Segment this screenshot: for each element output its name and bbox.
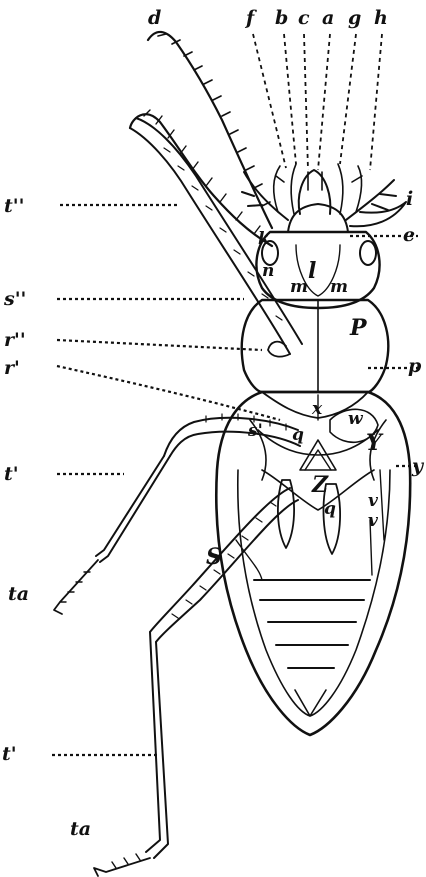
label-ta-upper: ta — [8, 583, 29, 605]
label-d: d — [148, 7, 161, 29]
label-s-prime: s' — [247, 421, 263, 441]
antenna-left — [130, 110, 272, 246]
label-v-lower: v — [368, 511, 379, 531]
label-r-prime: r' — [4, 357, 20, 379]
label-k: k — [258, 229, 270, 249]
label-S: S — [206, 544, 222, 570]
hind-leg — [94, 480, 340, 876]
label-i: i — [406, 188, 413, 210]
label-f: f — [244, 7, 257, 29]
label-t-prime-mid: t' — [4, 463, 19, 485]
label-q-upper: q — [292, 425, 304, 445]
labels: d f b c a g h i e p y k n l m m P x w q … — [2, 7, 425, 840]
label-s-dprime: s'' — [3, 288, 26, 310]
label-P: P — [349, 315, 368, 341]
label-w: w — [348, 409, 364, 429]
label-e: e — [403, 224, 415, 246]
leader-lines — [52, 34, 418, 755]
label-m-left: m — [290, 277, 308, 297]
label-v-upper: v — [368, 491, 379, 511]
label-c: c — [298, 7, 310, 29]
label-l: l — [308, 258, 316, 284]
label-m-right: m — [330, 277, 348, 297]
label-p: p — [408, 355, 422, 377]
label-y: y — [411, 455, 425, 477]
label-t-prime-low: t' — [2, 743, 17, 765]
label-Y: Y — [366, 430, 384, 456]
label-t-dprime: t'' — [4, 195, 24, 217]
label-n: n — [262, 261, 274, 281]
label-Z: Z — [311, 472, 329, 498]
label-g: g — [348, 7, 361, 29]
head — [256, 204, 379, 308]
label-a: a — [322, 7, 334, 29]
label-r-dprime: r'' — [4, 329, 26, 351]
label-h: h — [374, 7, 388, 29]
label-x: x — [311, 399, 323, 419]
label-ta-lower: ta — [70, 818, 91, 840]
front-leg-femur — [130, 118, 302, 357]
label-q-lower: q — [324, 499, 336, 519]
label-b: b — [275, 7, 288, 29]
